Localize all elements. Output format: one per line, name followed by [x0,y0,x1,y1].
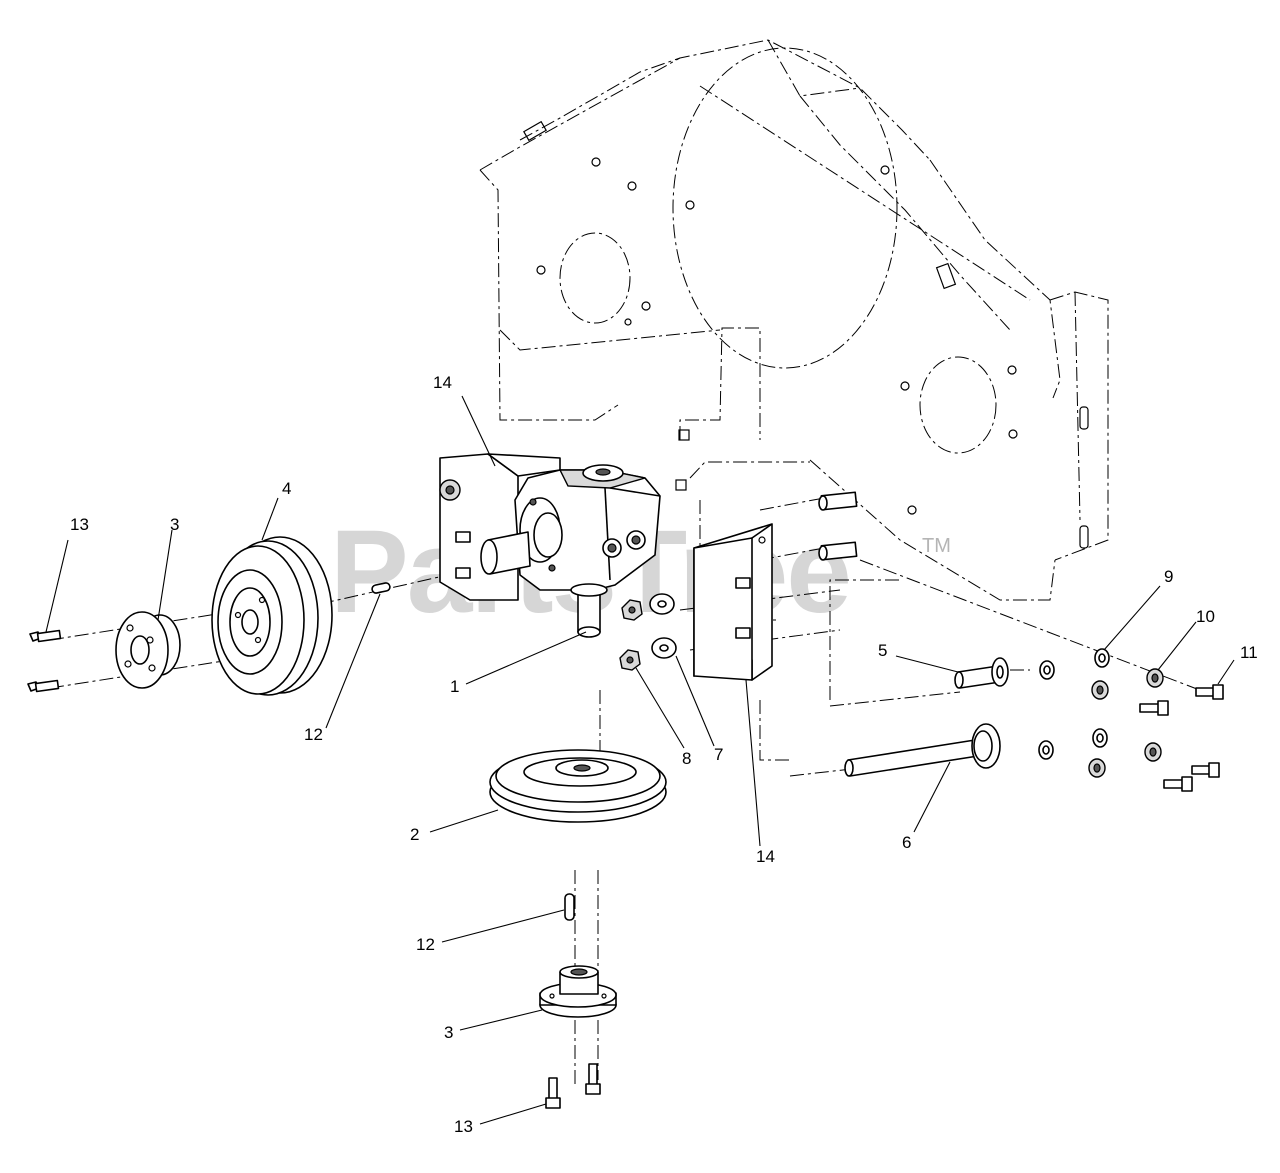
single-pulley [489,749,667,823]
mounting-frame [479,39,1109,761]
callout-7: 7 [714,745,723,764]
taper-bushing-upper [115,611,181,689]
callout-labels: 14 4 13 3 12 1 8 7 14 9 10 11 5 6 2 12 3… [70,373,1258,1136]
callout-13-lower: 13 [454,1117,473,1136]
callout-4: 4 [282,479,291,498]
callout-3-lower: 3 [444,1023,453,1042]
key-lower [564,893,575,921]
bolts-upper [27,629,62,693]
key-upper [371,582,391,594]
callout-1: 1 [450,677,459,696]
bracket-plate [693,523,773,681]
taper-bushing-lower [539,965,617,1018]
callout-10: 10 [1196,607,1215,626]
callout-8: 8 [682,749,691,768]
callout-14-upper: 14 [433,373,452,392]
callout-13-upper: 13 [70,515,89,534]
callout-11: 11 [1240,643,1258,662]
carriage-bolt-short [954,657,1009,689]
gearbox-assembly [439,453,661,638]
double-pulley [211,536,333,696]
bolts-lower [545,1063,601,1109]
callout-3-upper: 3 [170,515,179,534]
carriage-bolt-long [844,723,1001,777]
callout-6: 6 [902,833,911,852]
watermark-trademark: TM [922,535,951,557]
callout-12-upper: 12 [304,725,323,744]
leader-lines [45,395,1235,1125]
hardware-cluster [1038,648,1224,792]
callout-5: 5 [878,641,887,660]
callout-14-lower: 14 [756,847,775,866]
callout-12-lower: 12 [416,935,435,954]
washers-and-nuts [619,593,677,671]
frame-pins [818,491,858,561]
callout-2: 2 [410,825,419,844]
callout-9: 9 [1164,567,1173,586]
